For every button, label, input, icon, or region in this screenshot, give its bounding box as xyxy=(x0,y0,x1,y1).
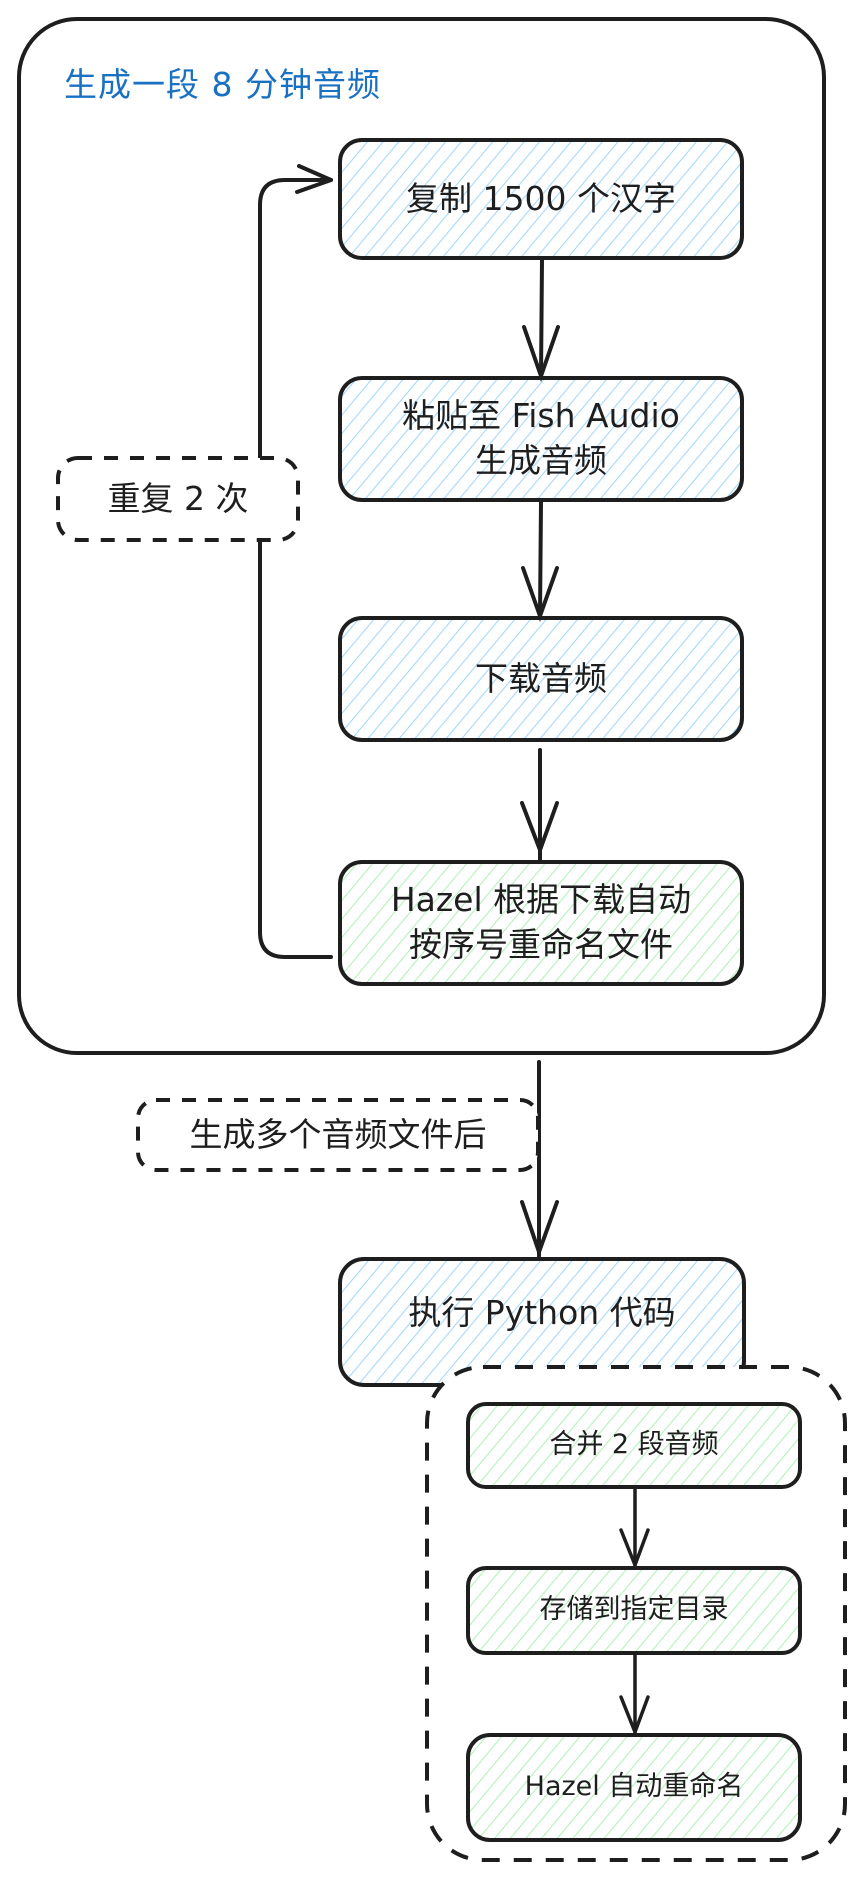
repeat-label: 重复 2 次 xyxy=(107,478,249,518)
step-paste-label: 粘贴至 Fish Audio 生成音频 xyxy=(402,396,680,480)
substep-hazel-rename-box[interactable] xyxy=(466,1733,802,1842)
substep-store-label: 存储到指定目录 xyxy=(539,1594,729,1626)
transition-label-frame xyxy=(136,1098,540,1172)
step-python-label: 执行 Python 代码 xyxy=(408,1292,676,1332)
arrow-merge-to-store xyxy=(619,1487,650,1570)
substep-hazel-rename-label: Hazel 自动重命名 xyxy=(524,1771,744,1803)
step-hazel-rename-files-box[interactable] xyxy=(338,860,744,986)
step-copy-box[interactable] xyxy=(338,138,744,260)
group-title: 生成一段 8 分钟音频 xyxy=(64,65,381,104)
arrow-loop-to-python xyxy=(520,1060,559,1259)
transition-label: 生成多个音频文件后 xyxy=(189,1114,487,1154)
substep-merge-label: 合并 2 段音频 xyxy=(549,1429,719,1461)
step-hazel-rename-files-label: Hazel 根据下载自动 按序号重命名文件 xyxy=(390,880,692,964)
substep-store-box[interactable] xyxy=(466,1566,802,1655)
step-copy-label: 复制 1500 个汉字 xyxy=(406,178,676,218)
arrow-store-to-hazel xyxy=(619,1653,650,1737)
loop-back-arrow xyxy=(258,164,333,959)
loop-group-frame xyxy=(17,17,826,1055)
arrow-paste-to-download xyxy=(521,500,559,622)
substep-merge-box[interactable] xyxy=(466,1402,802,1489)
step-download-label: 下载音频 xyxy=(475,658,607,698)
arrow-download-to-hazel xyxy=(520,748,559,862)
arrow-copy-to-paste xyxy=(522,258,560,383)
repeat-label-frame xyxy=(56,456,300,542)
